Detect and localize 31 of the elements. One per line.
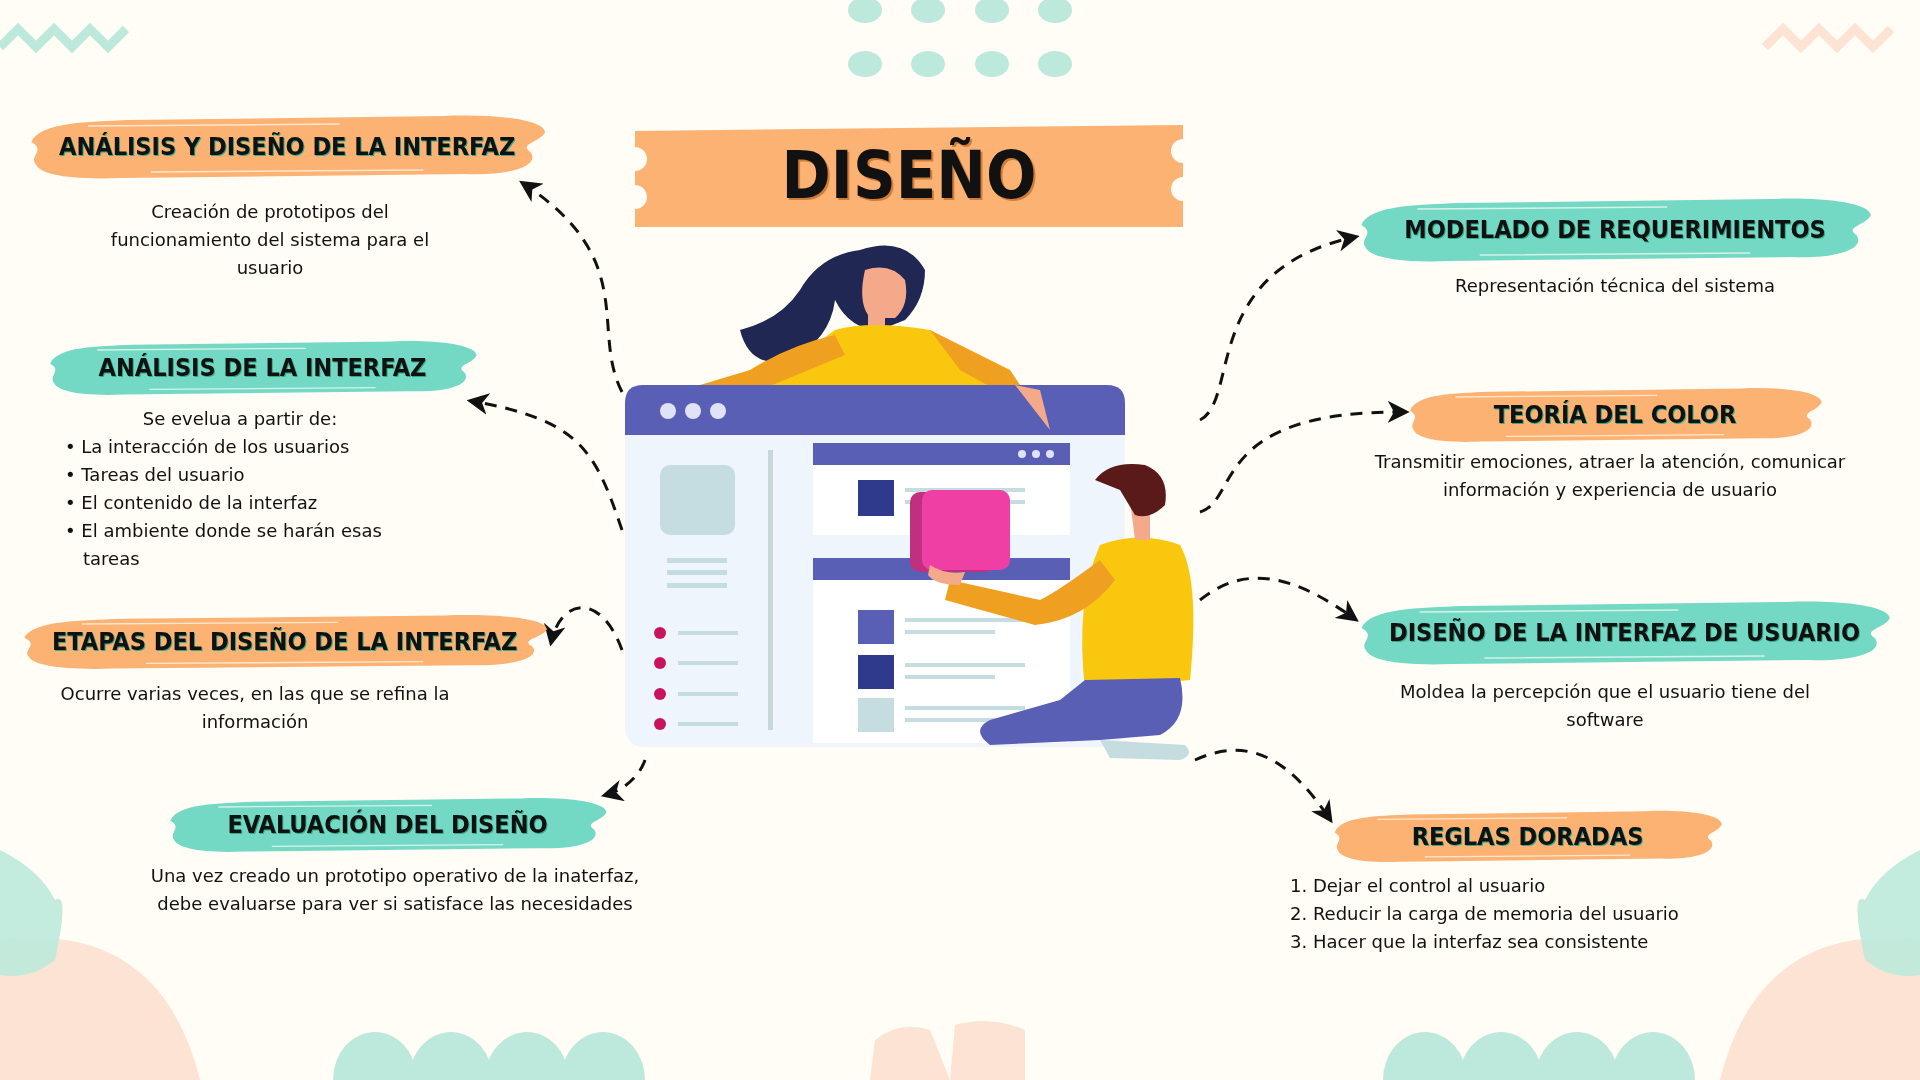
dashed-arrow: [545, 606, 624, 651]
dashed-arrow: [466, 393, 624, 531]
list-item: • La interacción de los usuarios: [65, 435, 351, 459]
description-text: Se evelua a partir de:: [141, 407, 339, 431]
banner-heading: ANÁLISIS DE LA INTERFAZ: [98, 353, 427, 382]
description-text: Representación técnica del sistema: [1454, 274, 1776, 298]
list-item: • Tareas del usuario: [65, 463, 246, 487]
list-item: • El ambiente donde se harán esas tareas: [65, 519, 383, 571]
description-text: Transmitir emociones, atraer la atención, comunicar información y experiencia de usuario: [1373, 450, 1847, 502]
dashed-arrow: [1199, 576, 1359, 622]
description-text: Una vez creado un prototipo operativo de la inaterfaz, debe evaluarse para ver si satisface las necesidades: [150, 864, 640, 916]
description-text: Creación de prototipos del funcionamiento del sistema para el usuario: [109, 200, 431, 280]
title-text: DISEÑO: [780, 136, 1038, 216]
list-item: 2. Reducir la carga de memoria del usuario: [1290, 902, 1680, 926]
list-item: 1. Dejar el control al usuario: [1290, 874, 1547, 898]
dashed-arrow: [1199, 401, 1410, 514]
banner-heading: EVALUACIÓN DEL DISEÑO: [227, 810, 548, 839]
list-item: • El contenido de la interfaz: [65, 491, 319, 515]
banner-heading: DISEÑO DE LA INTERFAZ DE USUARIO: [1389, 618, 1861, 647]
description-text: Moldea la percepción que el usuario tiene del software: [1398, 680, 1812, 732]
dashed-arrow: [1199, 231, 1360, 422]
dashed-arrow: [1194, 749, 1333, 824]
banner-heading: ETAPAS DEL DISEÑO DE LA INTERFAZ: [52, 627, 518, 656]
banner-heading: MODELADO DE REQUERIMIENTOS: [1404, 215, 1826, 244]
dashed-arrow: [601, 759, 647, 801]
list-item: 3. Hacer que la interfaz sea consistente: [1290, 930, 1650, 954]
banner-heading: ANÁLISIS Y DISEÑO DE LA INTERFAZ: [59, 132, 516, 161]
banner-heading: REGLAS DORADAS: [1411, 822, 1644, 851]
description-text: Ocurre varias veces, en las que se refina la información: [59, 682, 451, 734]
banner-heading: TEORÍA DEL COLOR: [1493, 400, 1737, 429]
dashed-arrow: [519, 180, 624, 393]
